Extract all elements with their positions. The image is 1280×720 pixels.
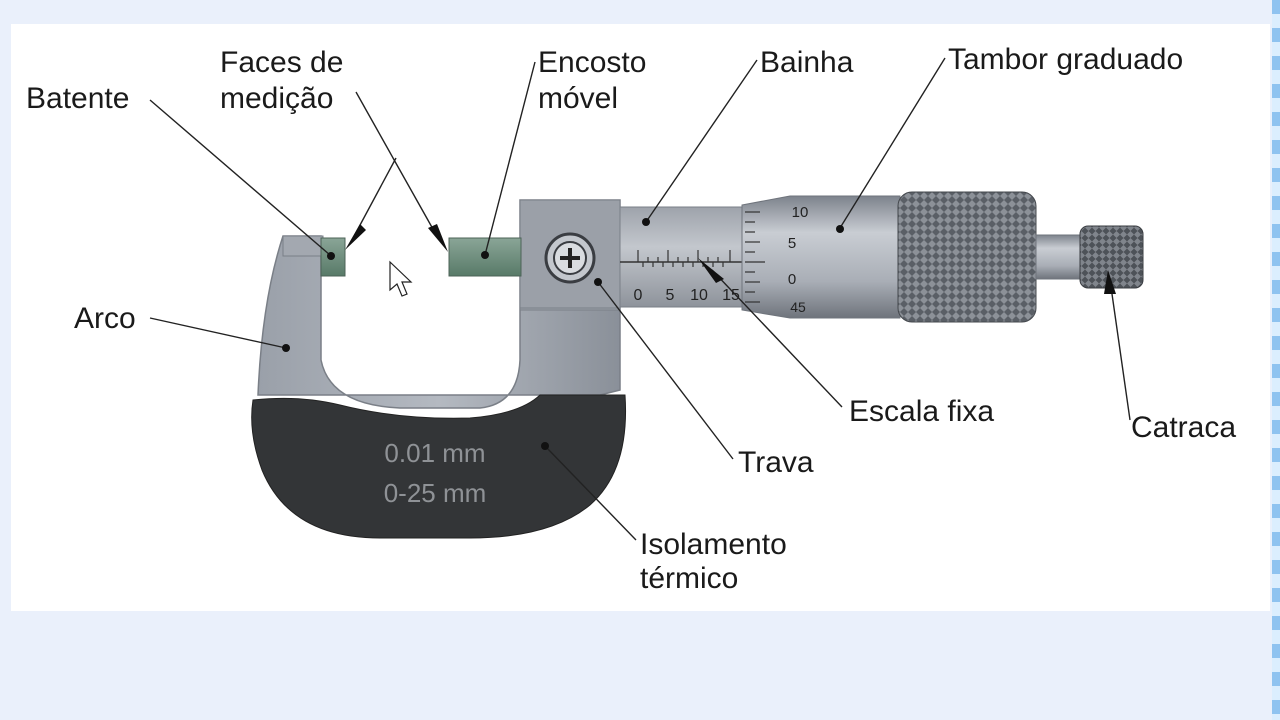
leader-bainha xyxy=(645,59,758,223)
ratchet-knob[interactable] xyxy=(1079,225,1144,289)
leader-encosto xyxy=(484,61,536,256)
thimble-number-5: 5 xyxy=(788,235,796,252)
leader-faces-2 xyxy=(355,91,439,239)
scrollbar-strip[interactable] xyxy=(1272,0,1280,720)
leader-batente xyxy=(149,99,331,256)
ratchet-shaft xyxy=(1035,234,1083,280)
sleeve xyxy=(619,206,746,308)
label-encosto-line1: Encosto xyxy=(538,46,647,79)
label-isolamento-line1: Isolamento xyxy=(640,528,787,561)
label-faces-line1: Faces de xyxy=(220,46,344,79)
leader-catraca xyxy=(1109,279,1131,421)
thimble-number-10: 10 xyxy=(792,204,809,221)
leader-lines xyxy=(149,57,1131,541)
label-catraca: Catraca xyxy=(1131,411,1237,444)
leader-trava xyxy=(597,281,734,460)
label-tambor: Tambor graduado xyxy=(948,43,1184,76)
label-arco: Arco xyxy=(74,302,136,335)
label-batente: Batente xyxy=(26,82,130,115)
sleeve-number-0: 0 xyxy=(634,287,643,304)
leader-tambor xyxy=(839,57,946,229)
label-encosto-line2: móvel xyxy=(538,82,619,115)
sleeve-number-15: 15 xyxy=(722,287,740,304)
lock-cross-icon xyxy=(560,248,580,268)
thermal-insulation xyxy=(251,394,627,539)
leader-markers xyxy=(282,218,1116,450)
thimble[interactable] xyxy=(741,195,901,319)
leader-isolamento xyxy=(544,445,637,541)
sleeve-ticks xyxy=(637,250,731,267)
label-isolamento-line2: térmico xyxy=(640,562,739,595)
mouse-cursor-icon xyxy=(389,260,413,297)
label-bainha: Bainha xyxy=(760,46,854,79)
thimble-number-45: 45 xyxy=(790,299,806,315)
sleeve-number-5: 5 xyxy=(666,287,675,304)
diagram-panel xyxy=(11,24,1270,611)
sleeve-number-10: 10 xyxy=(690,287,708,304)
label-escala-fixa: Escala fixa xyxy=(849,395,995,428)
thimble-knurled-grip[interactable] xyxy=(897,191,1037,323)
leader-arco xyxy=(149,317,287,349)
label-faces-line2: medição xyxy=(220,82,334,115)
leader-escala xyxy=(711,269,843,408)
anvil-block xyxy=(282,235,324,257)
insulation-resolution-text: 0.01 mm xyxy=(384,438,485,468)
thimble-number-0: 0 xyxy=(788,271,796,288)
insulation-range-text: 0-25 mm xyxy=(384,478,487,508)
label-trava: Trava xyxy=(738,446,814,479)
thimble-ticks xyxy=(745,211,765,303)
